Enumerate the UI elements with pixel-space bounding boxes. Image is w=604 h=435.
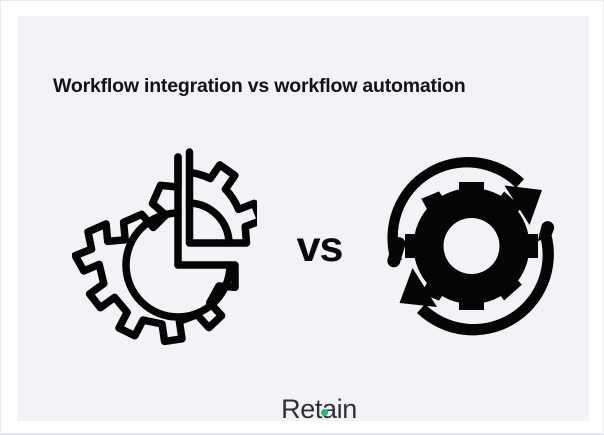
- page-title: Workflow integration vs workflow automat…: [53, 75, 466, 97]
- workflow-automation-icon-slot: [379, 146, 564, 346]
- green-dot-icon: [320, 408, 329, 416]
- gear-hub-hole: [443, 218, 500, 274]
- gear-in-refresh-cycle-icon: [387, 156, 555, 336]
- comparison-row: vs: [17, 146, 589, 351]
- brand-logo-wordmark: Retain: [281, 394, 357, 421]
- brand-logo: Retain: [17, 386, 589, 421]
- vs-separator-label: vs: [296, 223, 344, 271]
- brand-logo-text: Retain: [281, 394, 357, 421]
- workflow-integration-icon-slot: [72, 146, 257, 346]
- infographic-panel: Workflow integration vs workflow automat…: [17, 16, 589, 421]
- gear-with-detached-segment-icon: [72, 148, 257, 346]
